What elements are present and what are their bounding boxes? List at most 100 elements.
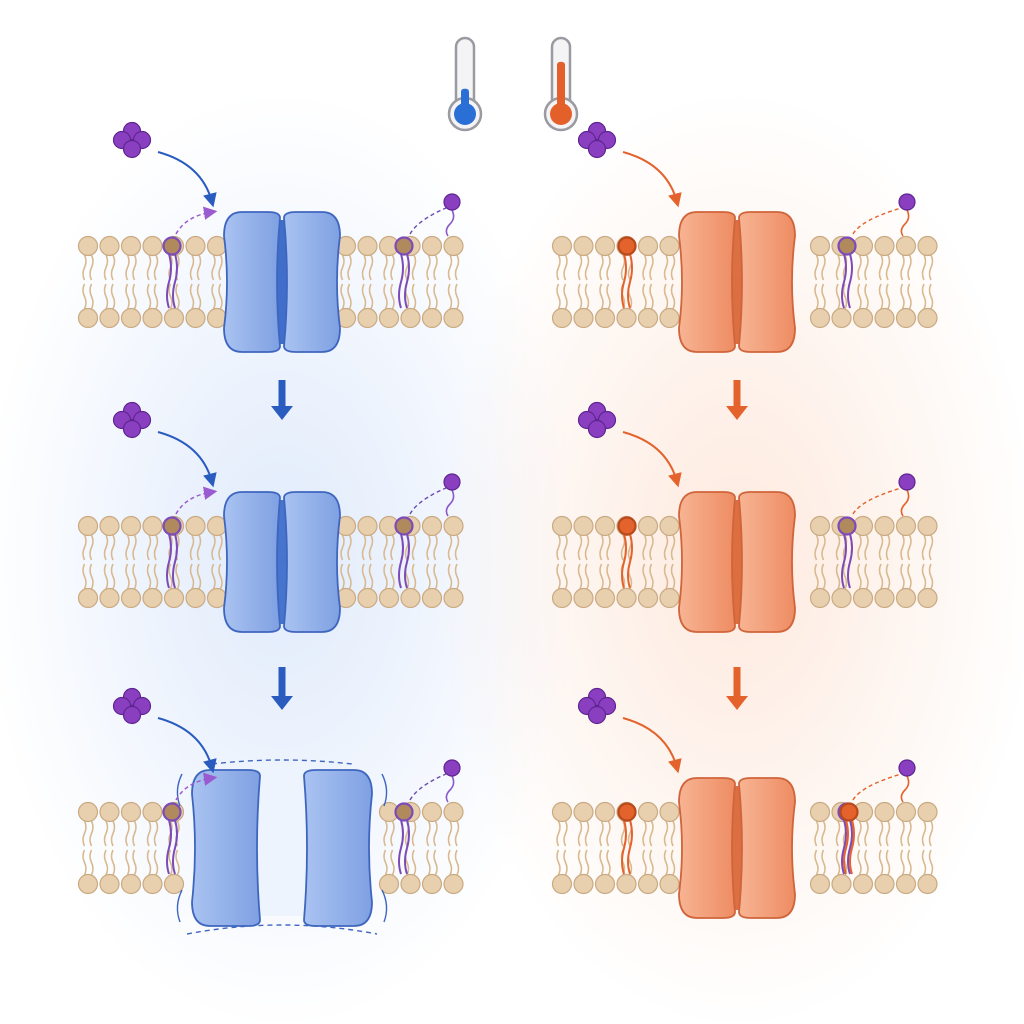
probe-tail <box>404 253 410 309</box>
probe-lipid <box>394 236 414 309</box>
lipid-tail <box>821 563 826 590</box>
lipid-tail <box>368 534 374 561</box>
lipid-tail <box>175 283 180 310</box>
lipid-head <box>573 515 594 537</box>
lipid-tail <box>132 563 137 590</box>
lipid-head <box>637 587 659 609</box>
lipid-tail <box>814 283 819 310</box>
probe-tail <box>172 533 178 589</box>
lipid-tail <box>82 820 87 847</box>
release-dashed-line <box>409 487 447 515</box>
lipid-tail <box>556 534 561 561</box>
probe-tail <box>847 819 853 875</box>
lipid-tail <box>383 254 388 281</box>
probe-tail <box>627 819 633 875</box>
lipid-tail <box>864 820 869 847</box>
probe-tail <box>627 533 633 589</box>
lipid-tail <box>189 563 195 590</box>
lipid-head <box>895 873 917 895</box>
step-arrow-shaft <box>278 380 286 408</box>
ligand-cluster <box>577 121 617 159</box>
lipid-tail <box>340 283 345 310</box>
panel-cold-1 <box>77 121 464 353</box>
channel-subunit-left <box>191 769 261 927</box>
lipid-tail <box>599 283 604 310</box>
lipid-tail <box>878 534 884 561</box>
lipid-head <box>874 307 895 329</box>
lipid-head <box>185 307 206 329</box>
lipid-head <box>99 587 120 609</box>
lipid-tail <box>146 254 152 281</box>
lipid-tail <box>900 820 905 847</box>
lipid-tail <box>663 563 669 590</box>
lipid-tail <box>368 283 374 310</box>
lipid-tail <box>340 534 345 561</box>
lipid-head <box>142 587 163 609</box>
lipid-tail <box>411 849 417 876</box>
lipid-tail <box>168 563 173 590</box>
lipid-tail <box>885 283 891 310</box>
lipid-tail <box>196 283 202 310</box>
lipid-tail <box>556 820 561 847</box>
lipid-tail <box>821 283 826 310</box>
probe-lipid <box>394 802 414 875</box>
lipid-tail <box>907 534 912 561</box>
lipid-tail <box>110 283 116 310</box>
step-arrow-shaft <box>278 667 286 698</box>
lipid-tail <box>563 849 568 876</box>
lipid-head <box>551 307 573 329</box>
lipid-head <box>594 307 616 329</box>
motion-line <box>186 924 378 935</box>
lipid-head <box>573 587 594 609</box>
probe-tail <box>621 533 627 589</box>
lipid-head <box>443 801 464 823</box>
step-arrow-shaft <box>733 667 741 698</box>
lipid-tail <box>928 849 934 876</box>
lipid-tail <box>907 563 912 590</box>
lipid-tail <box>433 534 438 561</box>
thermometers <box>447 36 579 132</box>
lipid-tail <box>347 534 352 561</box>
lipid-tail <box>340 563 345 590</box>
lipid-tail <box>907 820 912 847</box>
lipid-tail <box>606 563 611 590</box>
lipid-head <box>637 873 659 895</box>
lipid-tail <box>454 849 460 876</box>
lipid-tail <box>857 254 862 281</box>
lipid-head <box>551 235 573 257</box>
lipid-tail <box>368 254 374 281</box>
lipid-tail <box>649 820 654 847</box>
lipid-tail <box>103 820 109 847</box>
lipid-head <box>831 307 852 329</box>
lipid-head <box>616 307 637 329</box>
lipid-tail <box>907 254 912 281</box>
motion-line <box>176 889 183 923</box>
lipid-tail <box>921 849 927 876</box>
probe-lipid <box>162 236 182 309</box>
lipid-tail <box>842 283 848 310</box>
lipid-tail <box>563 820 568 847</box>
lipid-tail <box>447 563 453 590</box>
lipid-head <box>659 587 680 609</box>
lipid-head <box>895 801 917 823</box>
lipid-tail <box>606 254 611 281</box>
lipid-tail <box>928 254 934 281</box>
free-probe-tail <box>900 775 910 803</box>
binding-arrow <box>622 151 682 208</box>
free-probe-tail <box>900 489 910 517</box>
free-probe-head <box>443 193 461 211</box>
lipid-head <box>874 801 895 823</box>
lipid-tail <box>885 820 891 847</box>
step-arrow-head <box>726 696 748 710</box>
lipid-tail <box>649 254 654 281</box>
lipid-head <box>120 235 142 257</box>
release-dashed-line <box>409 773 447 801</box>
lipid-tail <box>153 563 159 590</box>
lipid-tail <box>577 534 583 561</box>
lipid-tail <box>864 849 869 876</box>
lipid-head <box>142 515 163 537</box>
lipid-tail <box>168 849 173 876</box>
lipid-tail <box>390 283 395 310</box>
lipid-tail <box>900 283 905 310</box>
lipid-head <box>917 587 938 609</box>
